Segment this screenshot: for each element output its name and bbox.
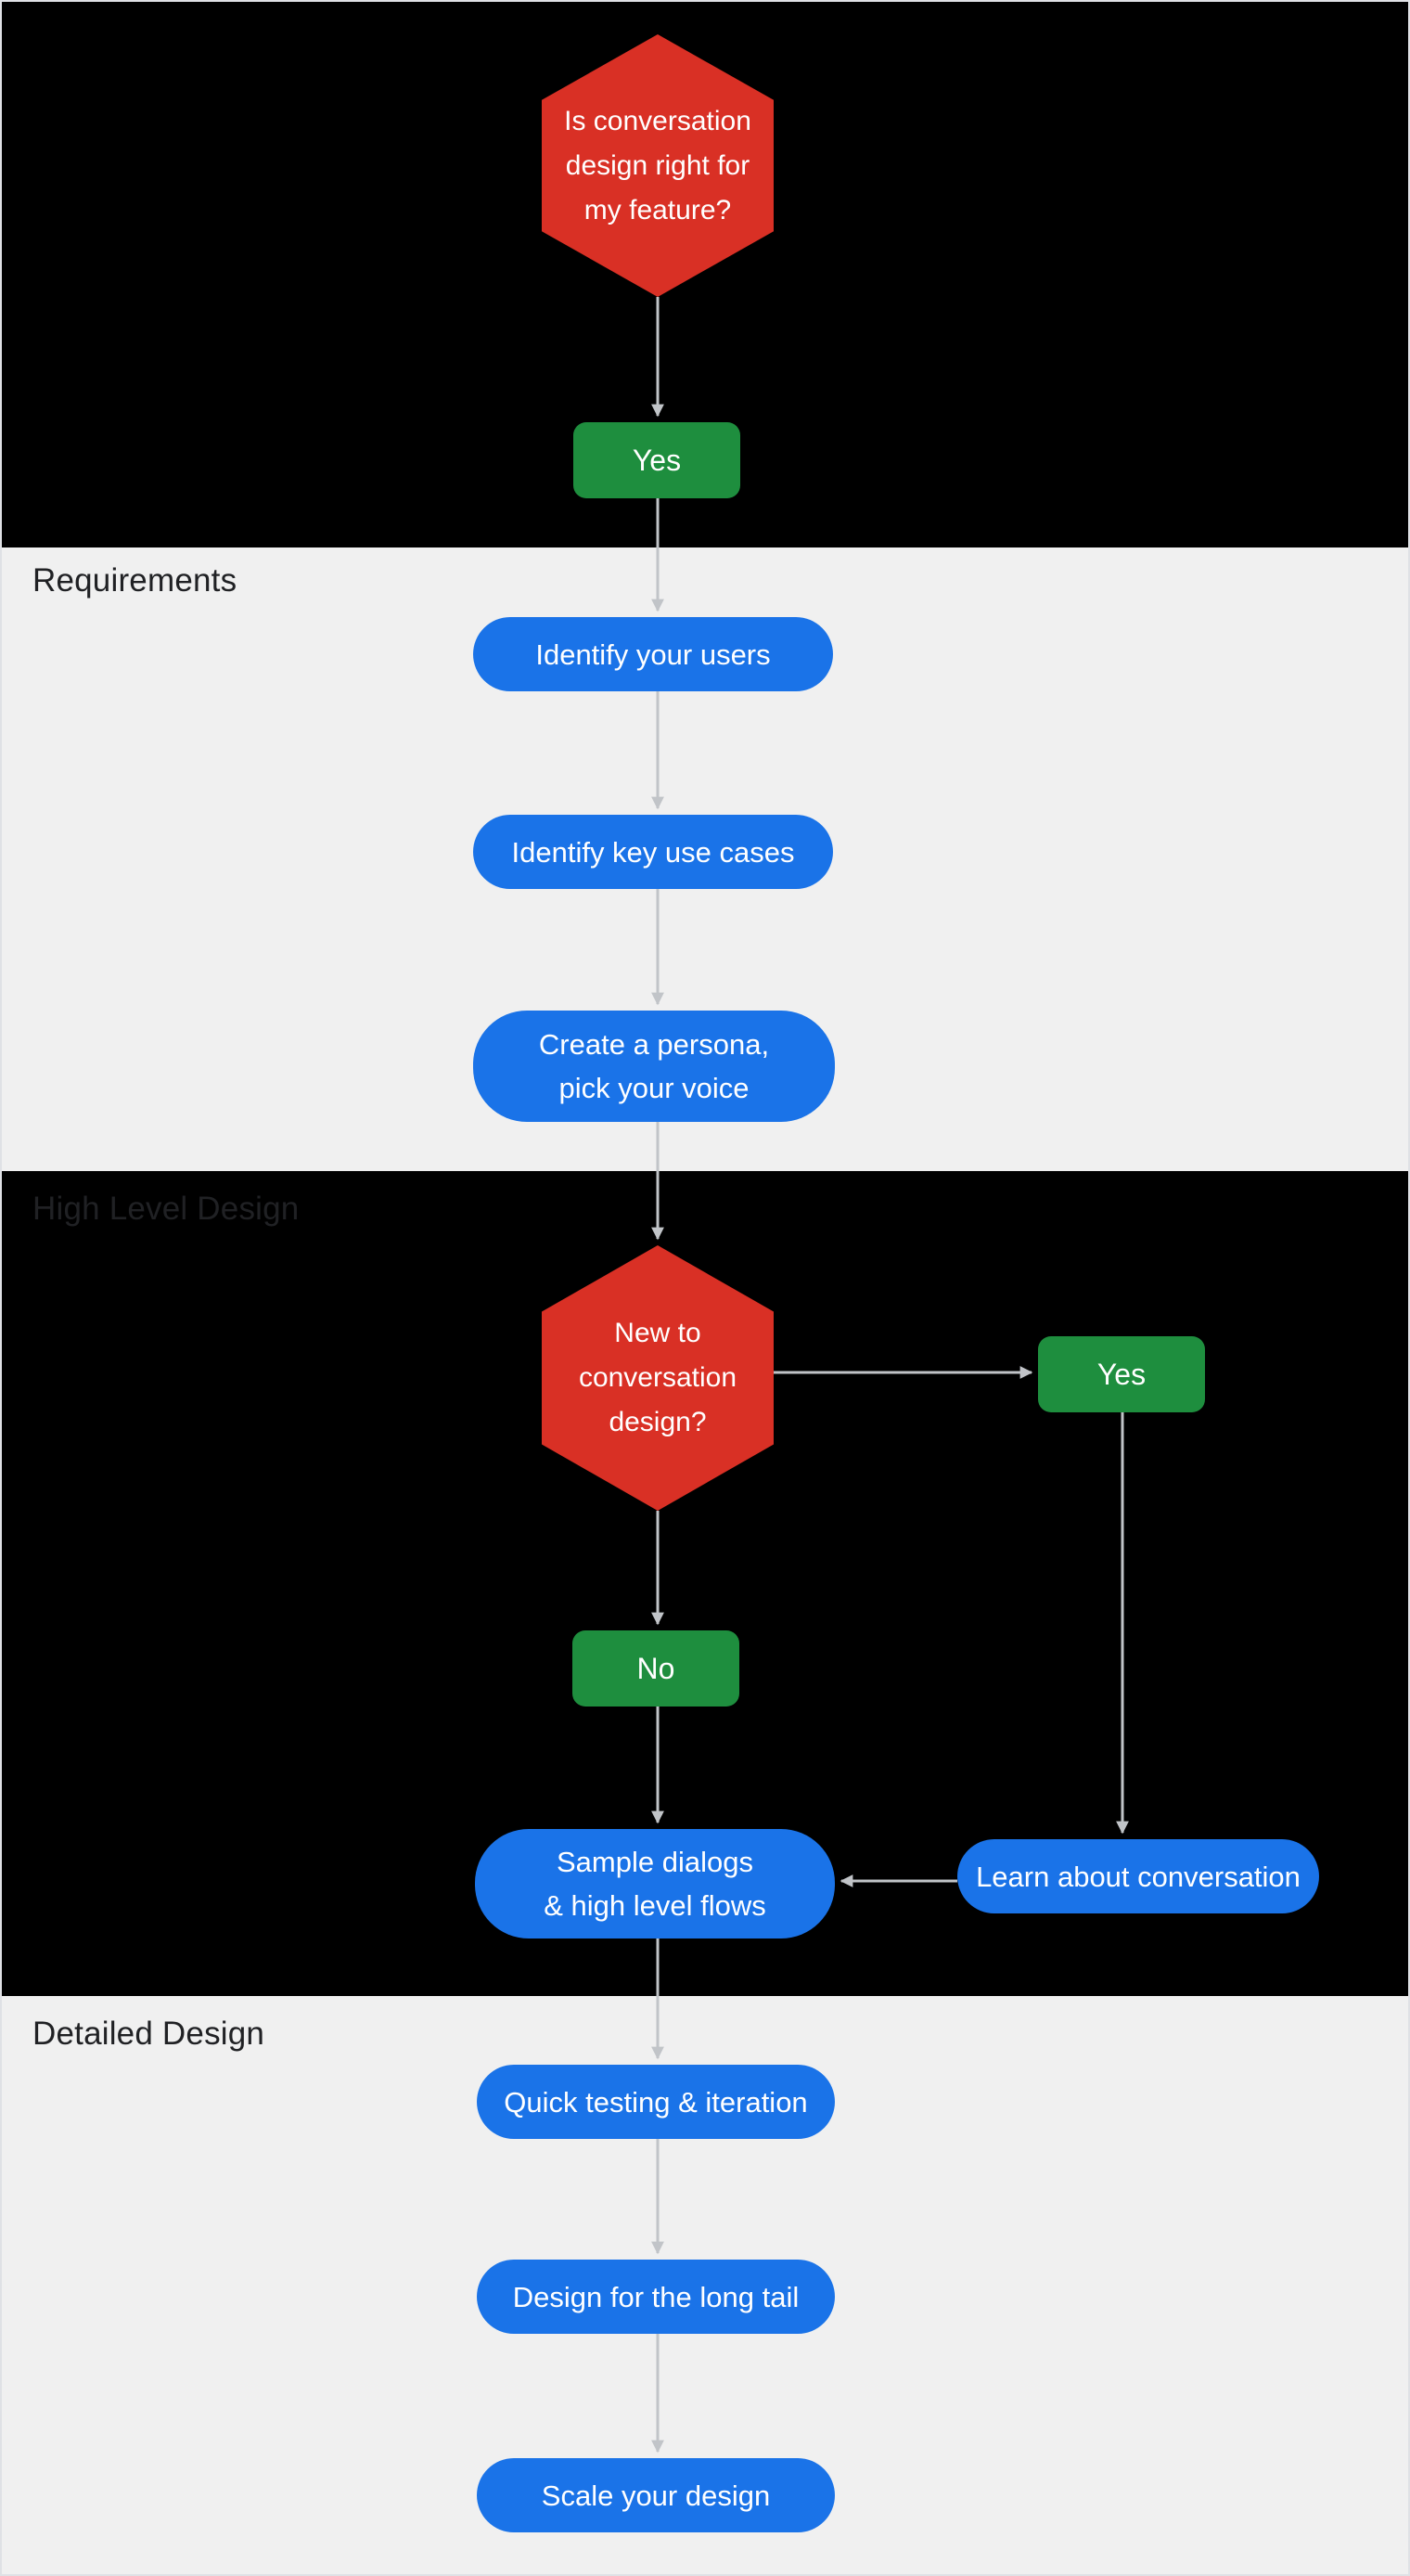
- step-learn-about-conversation[interactable]: Learn about conversation: [957, 1839, 1319, 1913]
- step-quick-testing-iteration[interactable]: Quick testing & iteration: [477, 2065, 835, 2139]
- step-scale-your-design[interactable]: Scale your design: [477, 2458, 835, 2532]
- answer-no-button[interactable]: No: [572, 1630, 739, 1707]
- step-sample-dialogs-high-level-flows[interactable]: Sample dialogs & high level flows: [475, 1829, 835, 1938]
- section-label-detailed-design: Detailed Design: [32, 2016, 265, 2052]
- step-design-for-the-long-tail[interactable]: Design for the long tail: [477, 2260, 835, 2334]
- decision-is-conversation-design-right: Is conversation design right for my feat…: [542, 34, 774, 297]
- step-identify-your-users[interactable]: Identify your users: [473, 617, 833, 691]
- answer-yes-button[interactable]: Yes: [573, 422, 740, 498]
- section-label-requirements: Requirements: [32, 562, 237, 599]
- answer-yes-button-2[interactable]: Yes: [1038, 1336, 1205, 1412]
- step-create-persona-pick-voice[interactable]: Create a persona, pick your voice: [473, 1011, 835, 1122]
- step-identify-key-use-cases[interactable]: Identify key use cases: [473, 815, 833, 889]
- section-label-high-level-design: High Level Design: [32, 1191, 300, 1227]
